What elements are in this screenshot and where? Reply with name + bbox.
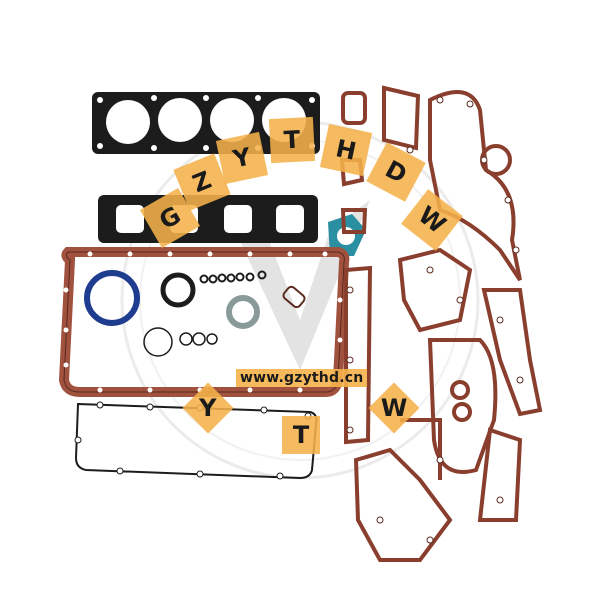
watermark-letter-t: T bbox=[268, 116, 316, 164]
watermark-letter-text: H bbox=[333, 134, 359, 166]
watermark-bottom-t: T bbox=[282, 416, 320, 454]
timing-cover-gaskets bbox=[339, 85, 543, 562]
watermark-letter-h: H bbox=[319, 123, 373, 177]
watermark-letter-text: W bbox=[412, 200, 452, 240]
watermark-letter-text: Y bbox=[199, 393, 217, 422]
watermark-letter-text: G bbox=[154, 200, 186, 236]
watermark-letter-text: Z bbox=[188, 165, 216, 199]
gasket-bolt-holes bbox=[346, 96, 524, 544]
watermark-letter-text: Y bbox=[230, 142, 254, 174]
seals-and-orings bbox=[84, 270, 306, 357]
watermark-letter-text: T bbox=[283, 125, 301, 155]
watermark-letter-y: Y bbox=[215, 131, 269, 185]
watermark-letter-text: D bbox=[380, 154, 412, 190]
watermark-url: www.gzythd.cn bbox=[236, 369, 368, 387]
watermark-letter-text: T bbox=[292, 421, 310, 449]
watermark-letter-text: W bbox=[380, 393, 408, 422]
